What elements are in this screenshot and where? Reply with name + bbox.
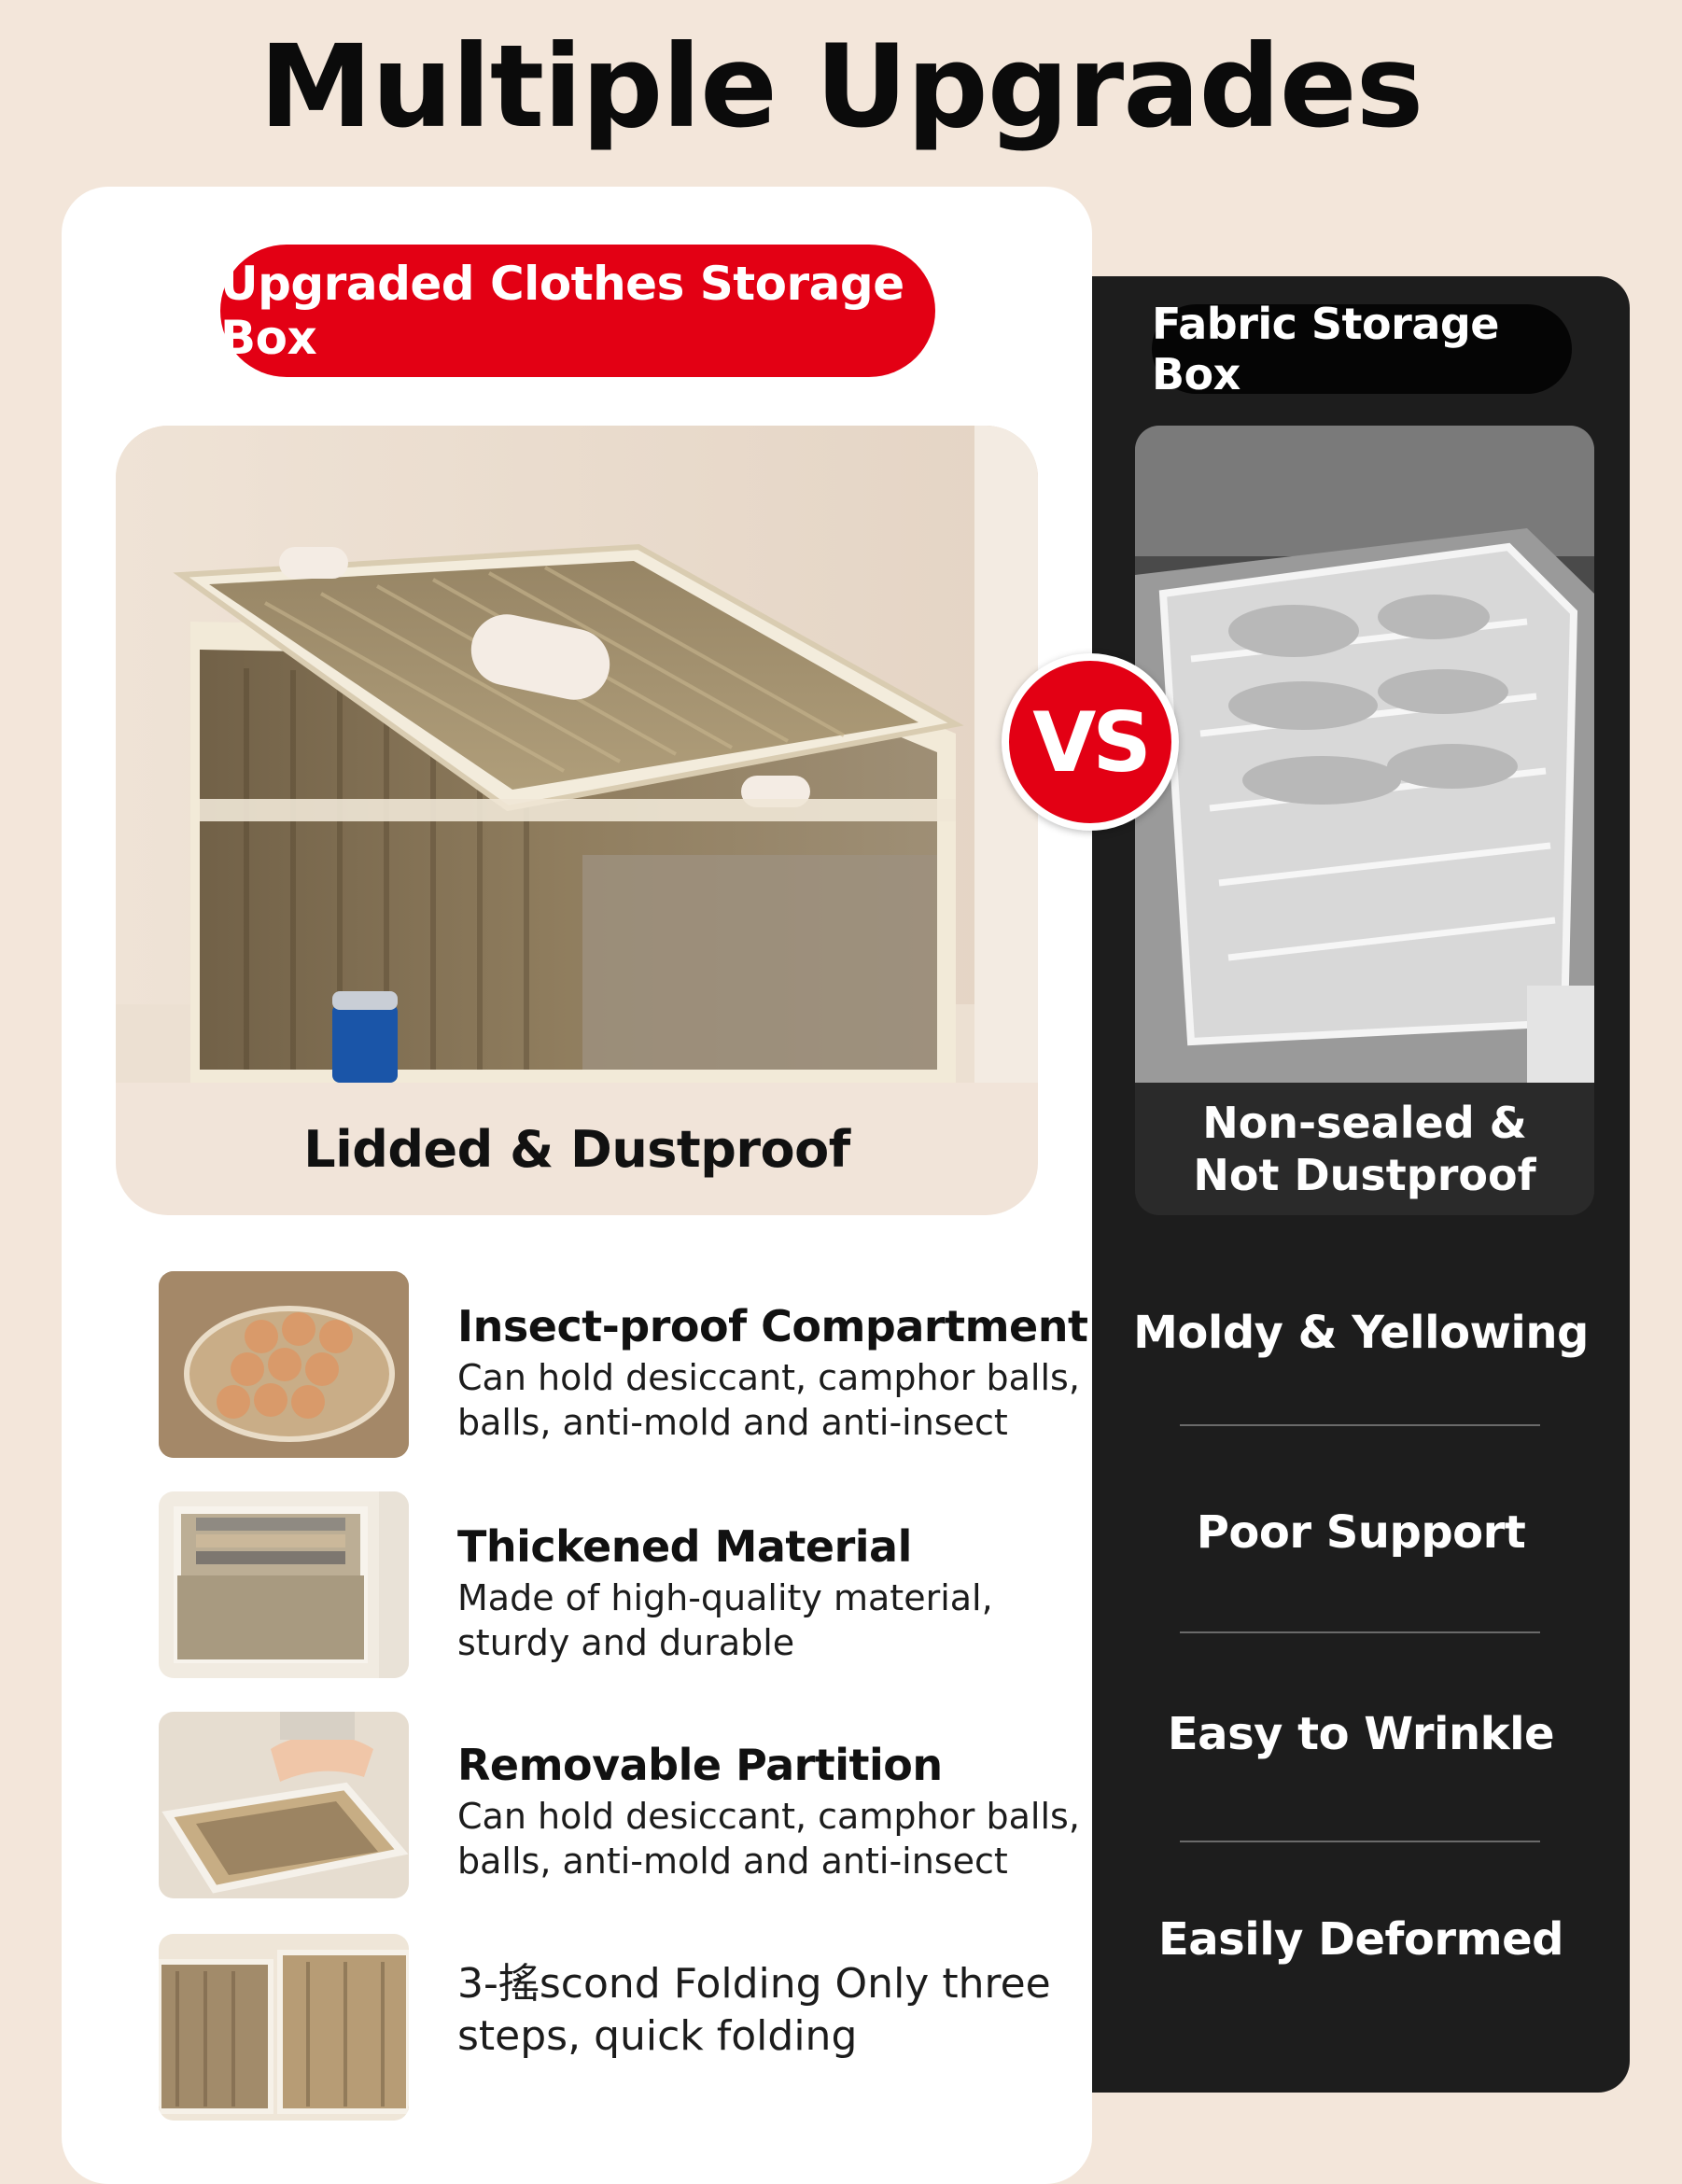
feature-3-desc: Can hold desiccant, camphor balls, balls… <box>457 1796 1080 1882</box>
con-poor-support: Poor Support <box>1196 1506 1526 1559</box>
removable-partition-thumbnail <box>159 1712 409 1898</box>
fabric-feature-box: Non-sealed & Not Dustproof <box>1135 426 1594 1215</box>
feature-3-title: Removable Partition <box>457 1740 943 1790</box>
con-divider <box>1180 1631 1540 1633</box>
fabric-caption-line-2: Not Dustproof <box>1193 1150 1536 1200</box>
con-divider <box>1180 1424 1540 1426</box>
folding-thumbnail <box>159 1934 409 2121</box>
con-divider <box>1180 1841 1540 1842</box>
page-title: Multiple Upgrades <box>259 21 1424 153</box>
upgraded-label: Upgraded Clothes Storage Box <box>220 245 935 377</box>
upgraded-caption: Lidded & Dustproof <box>303 1119 850 1179</box>
fabric-box-image <box>1135 426 1594 1083</box>
upgraded-feature-box: Lidded & Dustproof <box>116 426 1038 1215</box>
fabric-label: Fabric Storage Box <box>1152 299 1572 399</box>
con-wrinkle: Easy to Wrinkle <box>1167 1708 1555 1760</box>
con-deformed: Easily Deformed <box>1157 1913 1564 1966</box>
fabric-caption-line-1: Non-sealed & <box>1202 1098 1527 1148</box>
feature-1-title: Insect-proof Compartment <box>457 1301 1088 1351</box>
thickened-material-thumbnail <box>159 1491 409 1678</box>
insect-proof-thumbnail <box>159 1271 409 1458</box>
storage-box-image <box>116 426 1038 1083</box>
feature-1-desc: Can hold desiccant, camphor balls, balls… <box>457 1357 1080 1443</box>
vs-badge: VS <box>1002 653 1179 831</box>
feature-2-title: Thickened Material <box>457 1521 912 1572</box>
con-moldy: Moldy & Yellowing <box>1133 1307 1589 1359</box>
feature-2-desc: Made of high-quality material, sturdy an… <box>457 1577 993 1663</box>
feature-4-desc: 3-搖scond Folding Only three steps, quick… <box>457 1960 1051 2060</box>
fabric-caption: Non-sealed & Not Dustproof <box>1135 1083 1594 1215</box>
